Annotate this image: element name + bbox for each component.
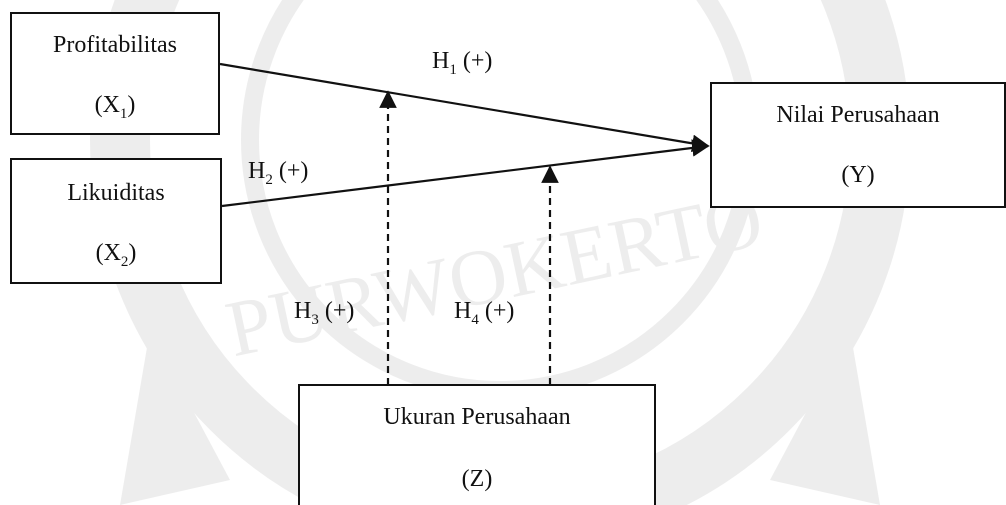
h2-sub: 2 bbox=[265, 171, 273, 188]
x1-var-sub: 1 bbox=[119, 105, 128, 122]
hypothesis-4-label: H4 (+) bbox=[454, 298, 514, 329]
likuiditas-label: Likuiditas bbox=[67, 180, 165, 206]
arrow-x1-to-y bbox=[219, 62, 710, 153]
h4-sign: (+) bbox=[484, 298, 515, 324]
h3-sub: 3 bbox=[311, 311, 319, 328]
h1-sub: 1 bbox=[449, 61, 457, 78]
h1-sign: (+) bbox=[462, 48, 493, 74]
x2-var-base: X bbox=[103, 240, 121, 266]
y-var-base: Y bbox=[849, 162, 867, 188]
z-var-base: Z bbox=[469, 466, 485, 492]
h2-base: H bbox=[248, 158, 266, 184]
hypothesis-3-label: H3 (+) bbox=[294, 298, 354, 329]
profitabilitas-label: Profitabilitas bbox=[53, 32, 177, 58]
nilai-perusahaan-label: Nilai Perusahaan bbox=[776, 102, 940, 128]
ukuran-perusahaan-variable: (Z) bbox=[461, 466, 493, 492]
ukuran-perusahaan-box: Ukuran Perusahaan (Z) bbox=[298, 384, 656, 505]
profitabilitas-box: Profitabilitas (X1) bbox=[10, 12, 220, 135]
h1-base: H bbox=[432, 48, 450, 74]
x1-var-base: X bbox=[102, 92, 120, 118]
h3-base: H bbox=[294, 298, 312, 324]
ukuran-perusahaan-label: Ukuran Perusahaan bbox=[383, 404, 571, 430]
h2-sign: (+) bbox=[278, 158, 309, 184]
profitabilitas-variable: (X1) bbox=[94, 92, 136, 122]
h3-sign: (+) bbox=[324, 298, 355, 324]
h4-base: H bbox=[454, 298, 472, 324]
arrow-x2-to-y bbox=[221, 139, 710, 208]
nilai-perusahaan-box: Nilai Perusahaan (Y) bbox=[710, 82, 1006, 208]
hypothesis-2-label: H2 (+) bbox=[248, 158, 308, 189]
likuiditas-box: Likuiditas (X2) bbox=[10, 158, 222, 284]
h4-sub: 4 bbox=[471, 311, 479, 328]
hypothesis-1-label: H1 (+) bbox=[432, 48, 492, 79]
nilai-perusahaan-variable: (Y) bbox=[841, 162, 875, 188]
x2-var-sub: 2 bbox=[120, 253, 129, 270]
likuiditas-variable: (X2) bbox=[95, 240, 137, 270]
